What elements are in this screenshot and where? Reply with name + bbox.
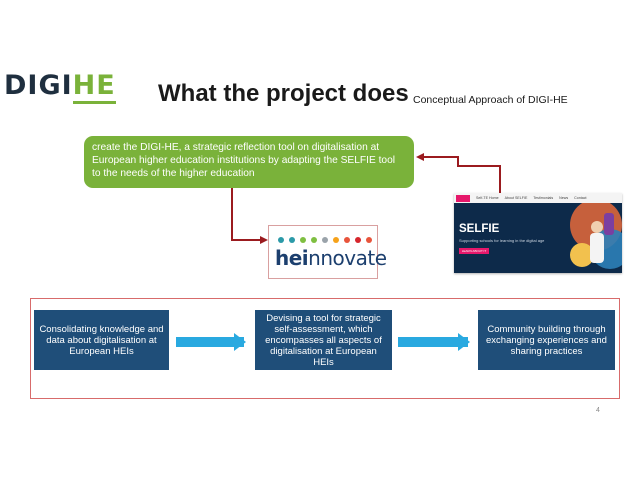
heinnovate-logo: heinnovate bbox=[268, 225, 387, 279]
heinnovate-dot bbox=[289, 237, 295, 243]
process-step-3-text: Community building through exchanging ex… bbox=[486, 323, 607, 357]
heinnovate-text-nnovate: nnovate bbox=[308, 246, 387, 270]
selfie-hero-tagline: Supporting schools for learning in the d… bbox=[459, 238, 545, 243]
selfie-nav-logo bbox=[456, 194, 470, 202]
heinnovate-dot bbox=[278, 237, 284, 243]
selfie-nav-item: Testimonials bbox=[533, 196, 554, 200]
heinnovate-dot bbox=[322, 237, 328, 243]
selfie-website-screenshot: Self-TE Home About SELFIE Testimonials N… bbox=[454, 193, 622, 273]
selfie-hero-illustration bbox=[570, 203, 622, 269]
selfie-nav-item: News bbox=[559, 196, 569, 200]
heinnovate-dot bbox=[311, 237, 317, 243]
heinnovate-dot bbox=[344, 237, 350, 243]
slide-title: What the project does bbox=[158, 80, 409, 107]
connector-to-heinnovate bbox=[231, 188, 268, 244]
logo-part-digi: DIGI bbox=[4, 70, 73, 101]
process-step-3: Community building through exchanging ex… bbox=[478, 310, 615, 370]
selfie-nav-item: Self-TE Home bbox=[476, 196, 499, 200]
heinnovate-text-hei: hei bbox=[275, 246, 309, 270]
selfie-hero-title: SELFIE bbox=[459, 223, 500, 235]
process-step-1-text: Consolidating knowledge and data about d… bbox=[39, 323, 164, 357]
connector-from-selfie bbox=[416, 153, 501, 193]
process-step-1: Consolidating knowledge and data about d… bbox=[34, 310, 169, 370]
process-step-2: Devising a tool for strategic self-asses… bbox=[255, 310, 392, 370]
heinnovate-dot bbox=[333, 237, 339, 243]
selfie-hero-button: LEARN ABOUT IT bbox=[459, 248, 489, 254]
process-frame bbox=[30, 298, 620, 399]
selfie-nav-item: Contact bbox=[574, 196, 587, 200]
selfie-nav-bar: Self-TE Home About SELFIE Testimonials N… bbox=[454, 193, 622, 203]
goal-statement-box: create the DIGI-HE, a strategic reflecti… bbox=[84, 136, 414, 188]
page-number: 4 bbox=[596, 407, 600, 414]
goal-statement-text: create the DIGI-HE, a strategic reflecti… bbox=[92, 142, 395, 179]
heinnovate-dot bbox=[355, 237, 361, 243]
heinnovate-dot bbox=[300, 237, 306, 243]
slide-subtitle: Conceptual Approach of DIGI-HE bbox=[413, 94, 568, 106]
process-step-2-text: Devising a tool for strategic self-asses… bbox=[265, 312, 382, 368]
digi-he-logo: DIGIHE bbox=[4, 70, 116, 104]
heinnovate-dot bbox=[366, 237, 372, 243]
heinnovate-dots bbox=[278, 237, 372, 243]
logo-part-he: HE bbox=[72, 70, 116, 104]
selfie-nav-item: About SELFIE bbox=[504, 196, 528, 200]
